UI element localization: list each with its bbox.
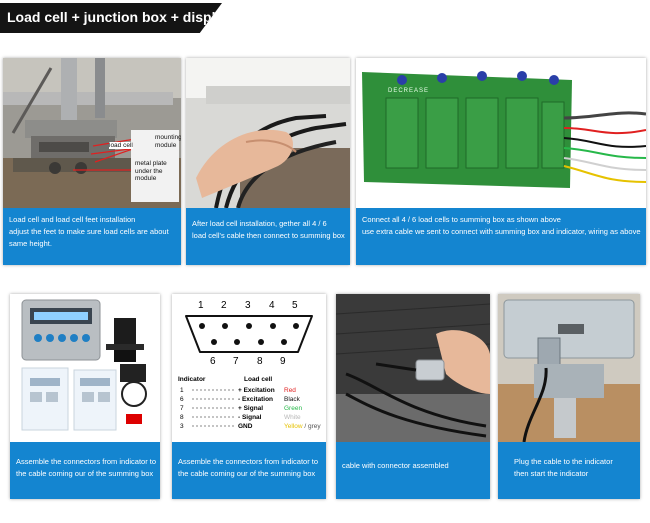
label-metal-plate: metal plate <box>135 160 167 167</box>
wire-color-green: Green <box>284 405 303 412</box>
step-caption: Plug the cable to the indicator then sta… <box>498 442 640 499</box>
caption-line: Assemble the connectors from indicator t… <box>178 457 319 466</box>
pin-number: 9 <box>280 356 286 367</box>
wiring-signal: - Excitation <box>238 396 274 403</box>
step-card-indicator-kit: Assemble the connectors from indicator t… <box>10 294 160 499</box>
load-cell-header: Load cell <box>244 376 273 383</box>
wiring-pin: 1 <box>180 387 184 394</box>
wire-color-black: Black <box>284 396 300 403</box>
wiring-color-column: Red Black Green White Yellow / grey <box>284 386 321 431</box>
load-cell-photo: load cell mounting module metal plate un… <box>3 58 181 208</box>
step-caption: cable with connector assembled <box>336 442 490 499</box>
label-module: module <box>155 142 177 149</box>
caption-line: then start the indicator <box>514 469 589 478</box>
step-caption: After load cell installation, gether all… <box>186 208 350 265</box>
caption-line: use extra cable we sent to connect with … <box>362 227 641 236</box>
label-mounting: mounting <box>155 134 181 141</box>
plug-indicator-photo <box>498 294 640 442</box>
indicator-header: Indicator <box>178 376 206 383</box>
caption-line: the cable coming our of the summing box <box>16 469 154 478</box>
pin-number: 7 <box>233 356 239 367</box>
pin-number: 3 <box>245 300 251 311</box>
wire-color-yellow: Yellow <box>284 423 303 430</box>
indicator-kit-photo <box>10 294 160 442</box>
step-caption: Connect all 4 / 6 load cells to summing … <box>356 208 646 265</box>
cables-photo <box>186 58 350 208</box>
board-label-decrease: DECREASE <box>388 88 430 94</box>
step-card-cable-connector: cable with connector assembled <box>336 294 490 499</box>
wiring-diagram: 1 2 3 4 5 6 7 8 9 Indicator Load cell 1 … <box>172 294 326 442</box>
wiring-pin: 7 <box>180 405 184 412</box>
caption-line: Plug the cable to the indicator <box>514 457 613 466</box>
wire-color-red: Red <box>284 387 296 394</box>
pin-number: 5 <box>292 300 298 311</box>
caption-line: load cell's cable then connect to summin… <box>192 231 345 240</box>
pin-number: 8 <box>257 356 263 367</box>
caption-line: Load cell and load cell feet installatio… <box>9 215 136 224</box>
pin-number: 2 <box>221 300 227 311</box>
wiring-pin: 3 <box>180 423 184 430</box>
title-banner: Load cell + junction box + display <box>0 3 222 33</box>
caption-line: After load cell installation, gether all… <box>192 219 327 228</box>
pin-number: 6 <box>210 356 216 367</box>
label-under-module: under the module <box>135 168 163 182</box>
step-card-load-cell-installation: load cell mounting module metal plate un… <box>3 58 181 265</box>
wiring-pin-column: 1 6 7 8 3 <box>180 386 184 431</box>
caption-line: Assemble the connectors from indicator t… <box>16 457 157 466</box>
step-caption: Load cell and load cell feet installatio… <box>3 208 181 265</box>
step-caption: Assemble the connectors from indicator t… <box>10 442 160 499</box>
wiring-pin: 6 <box>180 396 184 403</box>
page-title: Load cell + junction box + display <box>7 9 232 25</box>
caption-line: the cable coming our of the summing box <box>178 469 316 478</box>
wiring-signal: - Signal <box>238 414 262 421</box>
wire-color-grey: / grey <box>302 423 321 430</box>
summing-box-photo: DECREASE <box>356 58 646 208</box>
wire-color-white: White <box>284 414 301 421</box>
wiring-signal: GND <box>238 423 253 430</box>
caption-line: adjust the feet to make sure load cells … <box>9 227 169 236</box>
caption-line: Connect all 4 / 6 load cells to summing … <box>362 215 561 224</box>
step-card-wiring-diagram: 1 2 3 4 5 6 7 8 9 Indicator Load cell 1 … <box>172 294 326 499</box>
wiring-signal: + Excitation <box>238 387 275 394</box>
step-card-gather-cables: After load cell installation, gether all… <box>186 58 350 265</box>
caption-line: cable with connector assembled <box>342 461 449 470</box>
step-card-summing-box: DECREASE Connect all 4 / 6 load cells to… <box>356 58 646 265</box>
cable-connector-photo <box>336 294 490 442</box>
step-caption: Assemble the connectors from indicator t… <box>172 442 326 499</box>
label-load-cell: load cell <box>109 142 133 149</box>
db9-connector-diagram <box>172 294 326 442</box>
wire-color-yellow-grey: Yellow / grey <box>284 422 321 431</box>
caption-line: same height. <box>9 239 52 248</box>
pin-number: 1 <box>198 300 204 311</box>
step-card-plug-indicator: Plug the cable to the indicator then sta… <box>498 294 640 499</box>
wiring-pin: 8 <box>180 414 184 421</box>
pin-number: 4 <box>269 300 275 311</box>
wiring-signal-column: + Excitation - Excitation + Signal - Sig… <box>238 386 275 431</box>
wiring-signal: + Signal <box>238 405 264 412</box>
